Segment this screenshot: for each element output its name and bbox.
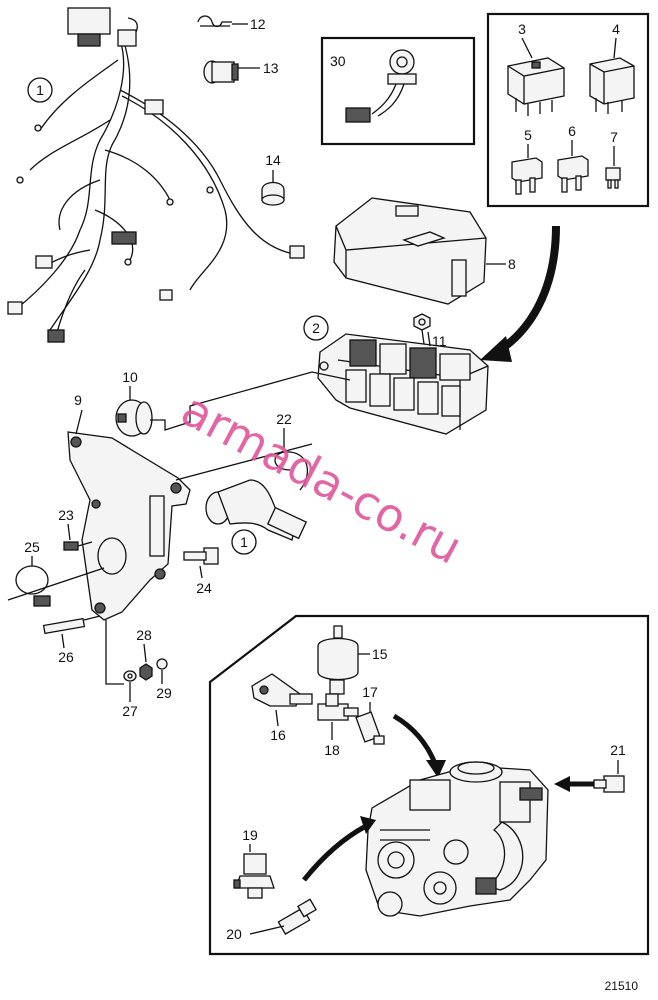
- bolt-24: [183, 547, 219, 565]
- fuse-6: [557, 155, 589, 193]
- nut-29: [156, 658, 168, 670]
- clip-12: [197, 15, 232, 28]
- callout-26: 26: [58, 649, 74, 665]
- callout-25: 25: [24, 539, 40, 555]
- stud-26: [42, 617, 86, 635]
- callout-4: 4: [612, 21, 620, 37]
- fuse-5: [511, 157, 543, 195]
- temperature-sender-21: [593, 775, 625, 793]
- bolt-23: [63, 541, 93, 551]
- detail-box-30: [320, 36, 476, 146]
- nut-11: [413, 313, 431, 331]
- engine-block: [365, 761, 549, 917]
- callout-15: 15: [372, 646, 388, 662]
- callout-circle-2: [303, 315, 329, 341]
- callout-13: 13: [263, 60, 279, 76]
- callout-24: 24: [196, 580, 212, 596]
- wiring-harness: [7, 7, 305, 343]
- oil-pressure-sender-15: [317, 625, 359, 695]
- adapter-17: [355, 711, 385, 745]
- arrow-to-engine-side: [302, 823, 368, 882]
- relay-3: [507, 57, 565, 116]
- sensor-20: [277, 898, 317, 935]
- figure-number: 21510: [605, 979, 639, 993]
- clamp-14: [261, 181, 285, 206]
- callout-10: 10: [122, 369, 138, 385]
- relay-4: [589, 57, 635, 114]
- washer-27: [123, 670, 137, 682]
- buzzer-10: [115, 399, 153, 437]
- callout-11: 11: [432, 333, 447, 349]
- t-piece-18: [317, 693, 359, 721]
- callout-22: 22: [276, 411, 292, 427]
- connector-13: [203, 60, 239, 84]
- callout-2: 2: [312, 320, 320, 336]
- hose-clamp-25: [15, 565, 51, 607]
- callout-3: 3: [518, 21, 526, 37]
- callout-30: 30: [330, 53, 346, 69]
- assembly-arrow-down: [497, 225, 560, 354]
- callout-12: 12: [250, 16, 266, 32]
- callout-14: 14: [265, 152, 281, 168]
- callout-9: 9: [74, 392, 82, 408]
- callout-8: 8: [508, 256, 516, 272]
- clip-22: [274, 451, 309, 491]
- callout-21: 21: [610, 742, 626, 758]
- callout-5: 5: [524, 127, 532, 143]
- callout-1b: 1: [240, 534, 248, 550]
- callout-6: 6: [568, 123, 576, 139]
- callout-17: 17: [362, 684, 378, 700]
- callout-circle-1a: [27, 77, 53, 103]
- callout-23: 23: [58, 507, 74, 523]
- fuse-relay-box-2: [317, 333, 489, 435]
- callout-29: 29: [156, 685, 172, 701]
- arrow-to-engine-top: [392, 713, 439, 767]
- callout-circle-1b: [231, 529, 257, 555]
- connector-elbow-1: [205, 479, 308, 541]
- detail-box-relays-fuses: [486, 12, 650, 208]
- mounting-bracket-9: [67, 431, 191, 621]
- callout-16: 16: [270, 727, 286, 743]
- callout-1a: 1: [36, 82, 44, 98]
- engine-sensor-detail-box: [208, 614, 650, 956]
- cover-8: [333, 197, 487, 305]
- buzzer-30: [345, 49, 417, 123]
- callout-19: 19: [242, 827, 258, 843]
- sensor-16: [251, 673, 313, 707]
- callout-7: 7: [610, 129, 618, 145]
- callout-18: 18: [324, 742, 340, 758]
- sensor-19: [233, 853, 275, 899]
- callout-20: 20: [226, 926, 242, 942]
- nut-28: [139, 663, 153, 681]
- fuse-7: [605, 167, 621, 189]
- callout-27: 27: [122, 703, 138, 719]
- callout-28: 28: [136, 627, 152, 643]
